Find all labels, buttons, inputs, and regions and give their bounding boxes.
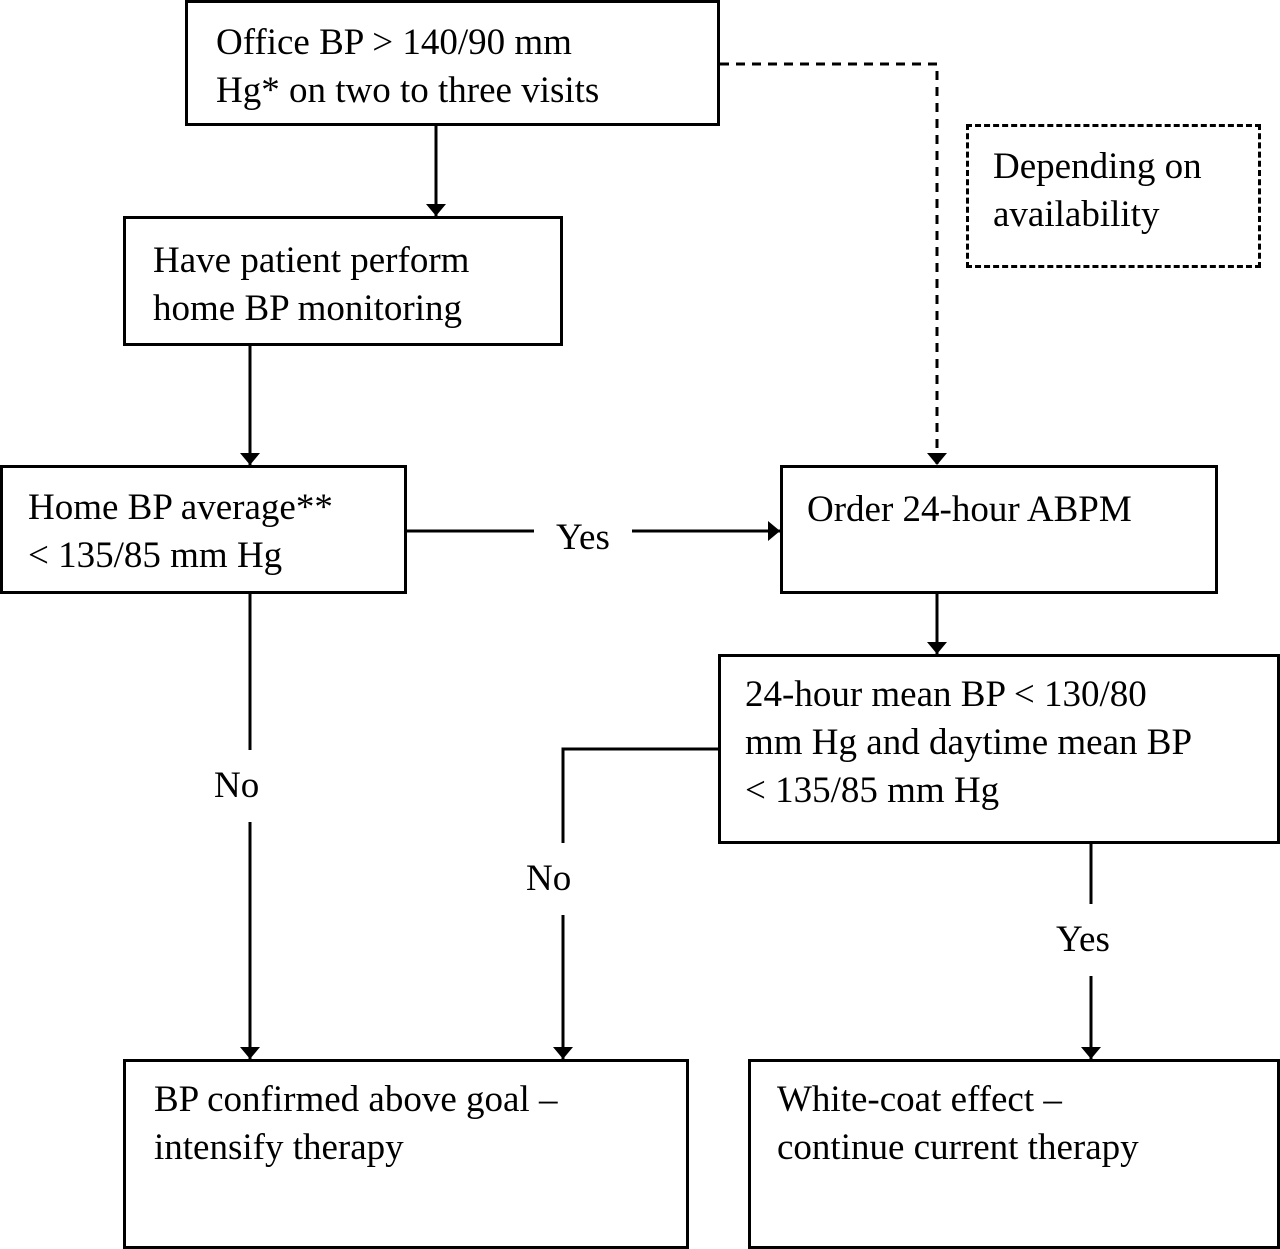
edge-label-home-no: No	[212, 750, 262, 822]
node-order-abpm-line-1: Order 24-hour ABPM	[807, 489, 1132, 530]
arrow-mean-no	[553, 747, 718, 1059]
node-office-bp-line-2: Hg* on two to three visits	[216, 70, 600, 111]
node-abpm-mean-line-3: < 135/85 mm Hg	[745, 770, 1000, 811]
node-depending-on-availability: Depending on availability	[966, 124, 1261, 268]
node-home-average: Home BP average** < 135/85 mm Hg	[0, 465, 407, 594]
node-office-bp: Office BP > 140/90 mm Hg* on two to thre…	[185, 0, 720, 126]
node-bp-confirmed-line-1: BP confirmed above goal –	[154, 1079, 558, 1120]
node-home-average-line-1: Home BP average**	[28, 487, 333, 528]
node-home-monitoring: Have patient perform home BP monitoring	[123, 216, 563, 346]
node-home-monitoring-line-2: home BP monitoring	[153, 288, 463, 329]
node-white-coat-line-2: continue current therapy	[777, 1127, 1139, 1168]
node-office-bp-line-1: Office BP > 140/90 mm	[216, 22, 572, 63]
edge-label-home-yes: Yes	[534, 516, 632, 560]
edge-label-abpm-no: No	[524, 843, 574, 915]
node-abpm-mean-line-1: 24-hour mean BP < 130/80	[745, 674, 1147, 715]
node-order-abpm: Order 24-hour ABPM	[780, 465, 1218, 594]
node-home-average-line-2: < 135/85 mm Hg	[28, 535, 283, 576]
node-depending-line-1: Depending on	[993, 146, 1202, 187]
arrow-office-to-abpm-dashed	[720, 62, 947, 465]
node-white-coat-line-1: White-coat effect –	[777, 1079, 1062, 1120]
node-abpm-mean: 24-hour mean BP < 130/80 mm Hg and dayti…	[718, 654, 1280, 844]
edge-label-abpm-yes: Yes	[1054, 904, 1112, 976]
node-abpm-mean-line-2: mm Hg and daytime mean BP	[745, 722, 1193, 763]
node-depending-line-2: availability	[993, 194, 1160, 235]
node-bp-confirmed: BP confirmed above goal – intensify ther…	[123, 1059, 689, 1249]
node-home-monitoring-line-1: Have patient perform	[153, 240, 470, 281]
node-bp-confirmed-line-2: intensify therapy	[154, 1127, 404, 1168]
node-white-coat: White-coat effect – continue current the…	[748, 1059, 1280, 1249]
